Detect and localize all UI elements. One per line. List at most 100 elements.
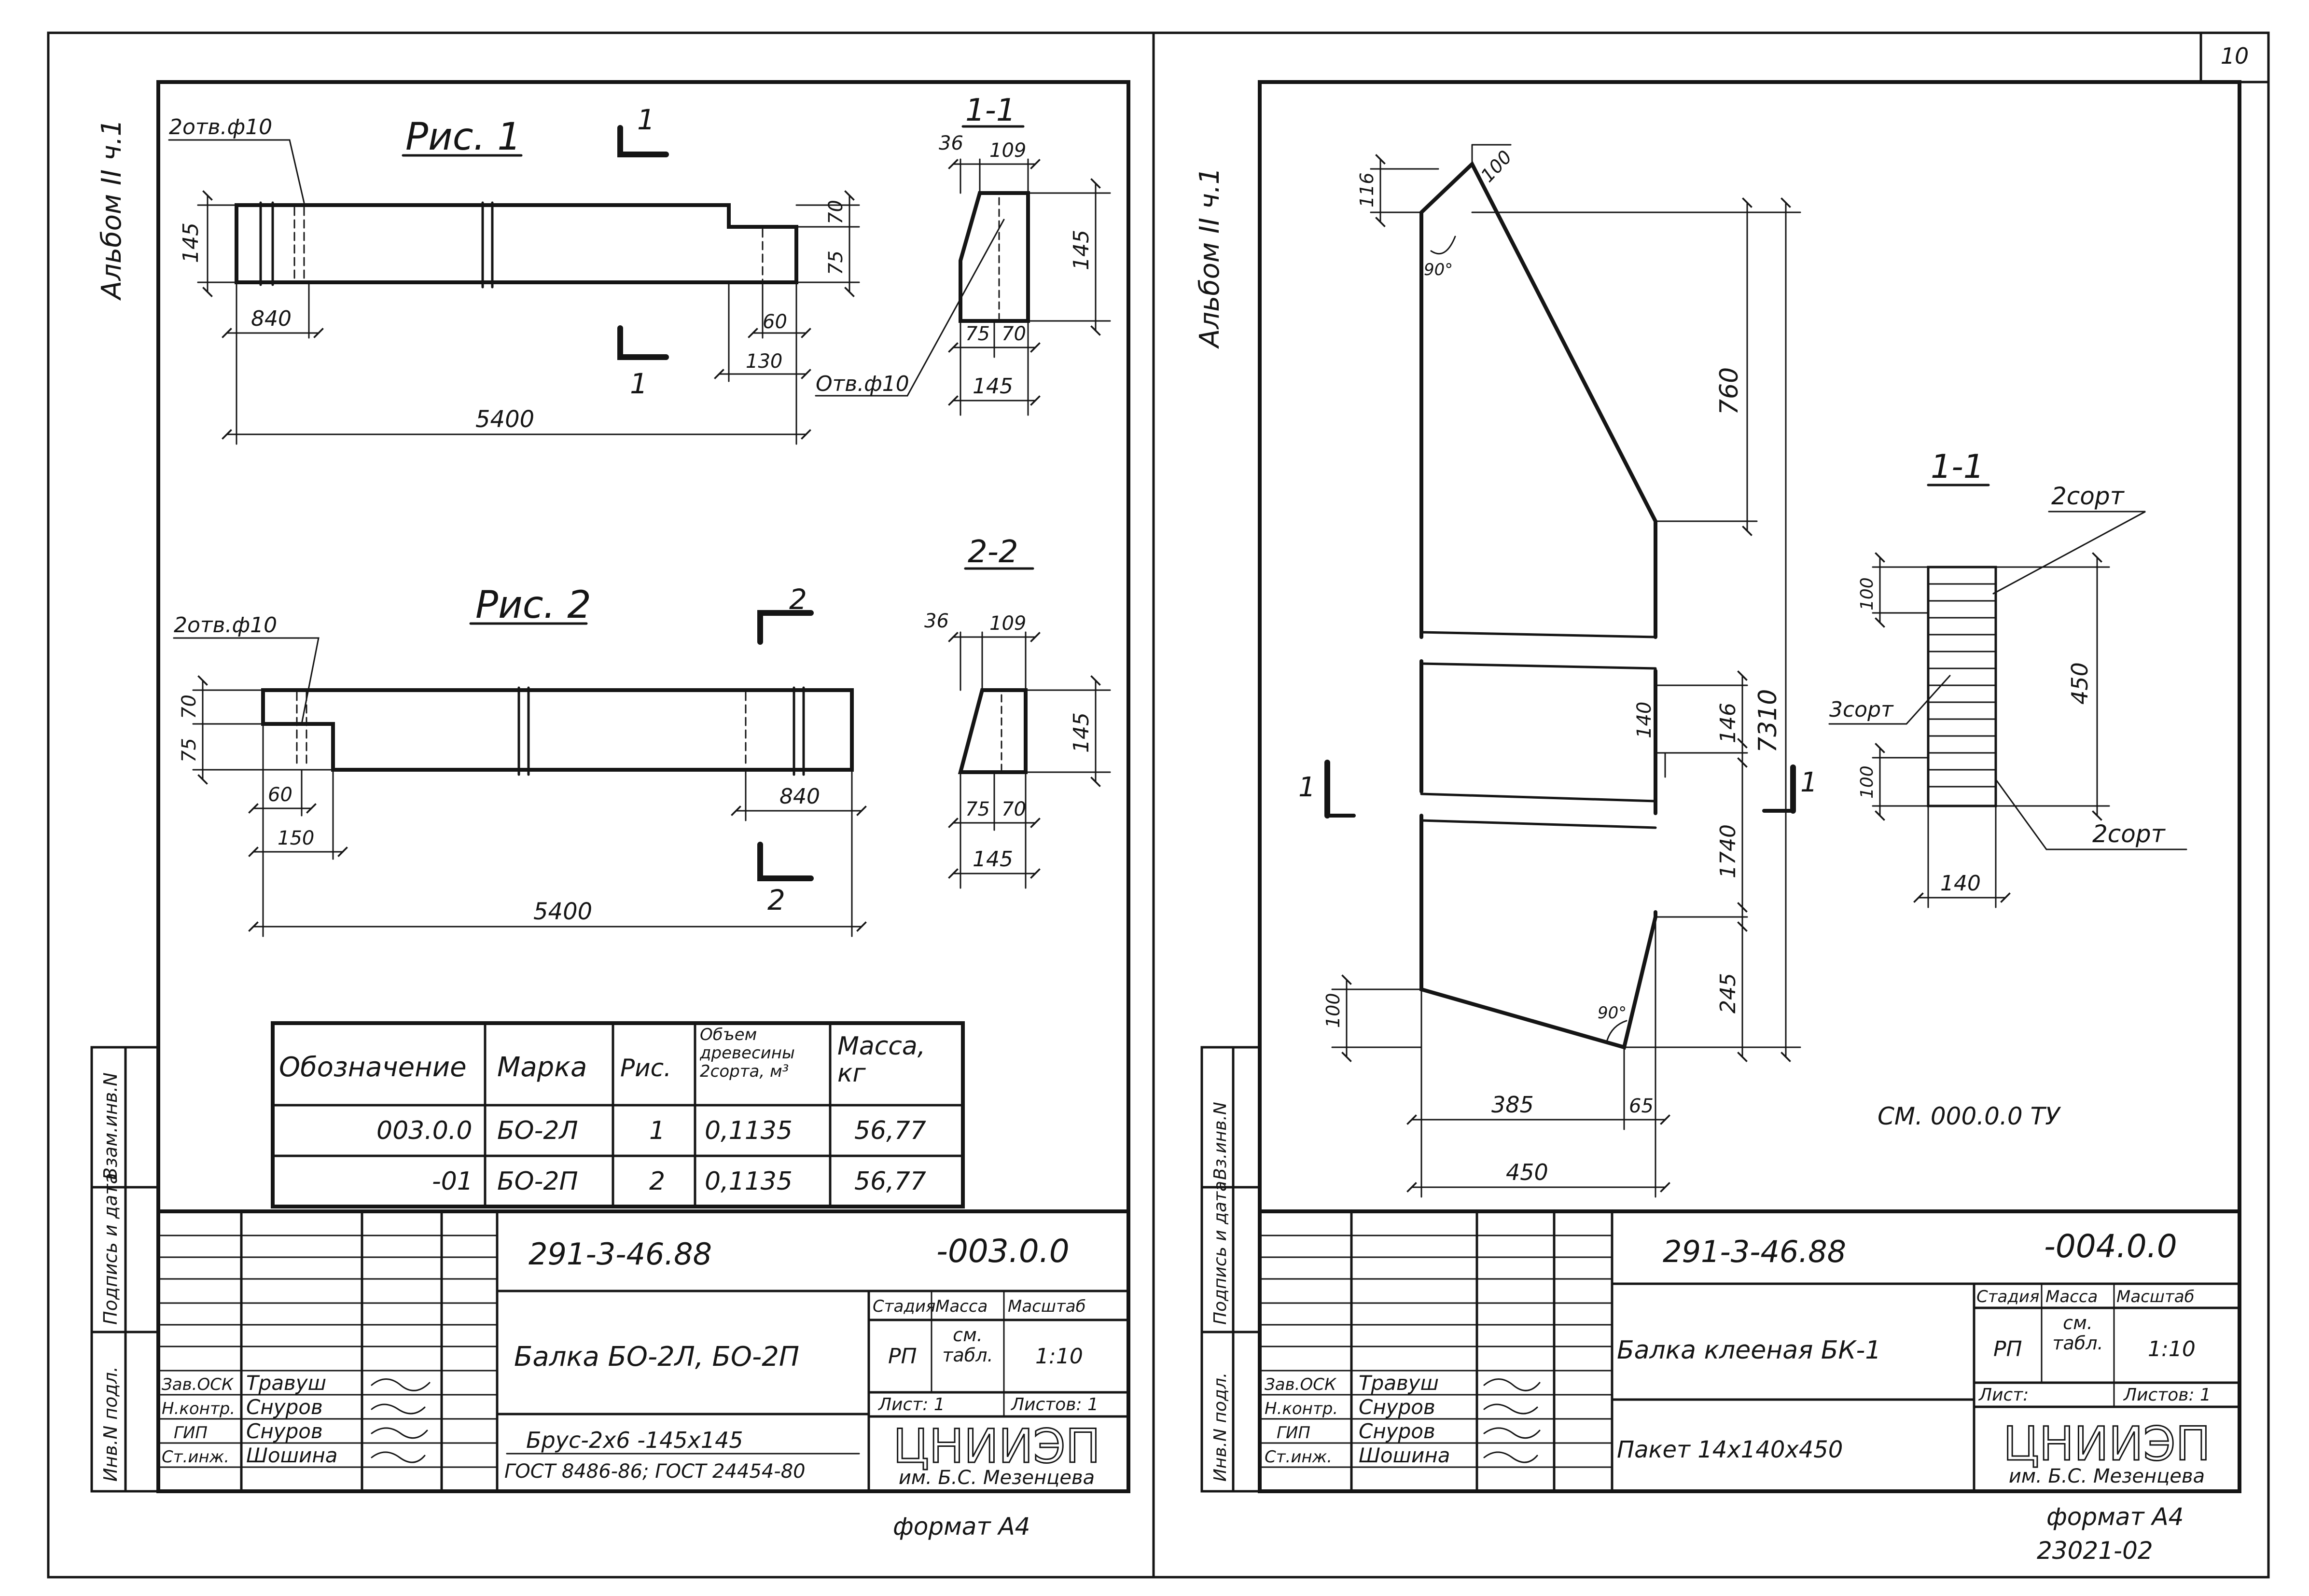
spec-row2-designation: -01 [432,1167,473,1196]
beam-angle-bottom: 90° [1598,1003,1627,1023]
sec22-dim-70: 70 [1001,798,1026,820]
fig1-beam [235,203,798,284]
sec11-dim-145-vert: 145 [1069,230,1094,270]
beam-dim-100-bottom: 100 [1322,993,1344,1028]
fig2-drawing: Рис. 2 2отв.ф10 2 2 70 75 [173,583,867,937]
right-side-label-sign: Подпись и дата [1210,1181,1230,1325]
tb-role-1: Зав.ОСК [162,1375,234,1394]
section-1-1-right: 1-1 2сорт 3сорт 2сорт 100 [1828,448,2187,1130]
sec22-dim-75: 75 [965,798,990,820]
tb-doc-number: 291-3-46.88 [529,1236,712,1272]
beam-angle-top: 90° [1424,260,1453,279]
spec-row1-designation: 003.0.0 [376,1116,472,1145]
sec22-dim-145-vert: 145 [1069,712,1094,753]
rtb-header-scale: Масштаб [2116,1287,2195,1306]
rtb-name-3: Снуров [1359,1419,1435,1443]
spec-row1-fig: 1 [649,1116,665,1145]
sec11-dim-70: 70 [1001,323,1026,345]
fig1-section-mark-top: 1 [637,103,655,136]
rtb-item-name: Балка клееная БК-1 [1617,1336,1881,1365]
outer-border [47,31,2270,1579]
spec-row2-mark: БО-2П [497,1167,578,1196]
section-2-2-left: 2-2 36 109 145 75 70 145 [924,534,1111,889]
fig2-dim-60: 60 [268,784,292,806]
fig1-dim-840: 840 [251,306,292,331]
rtb-scale: 1:10 [2148,1337,2196,1361]
spec-header-volume: Объем древесины 2сорта, м³ [700,1026,795,1081]
tb-header-scale: Масштаб [1008,1297,1086,1316]
beam-dim-116: 116 [1356,172,1377,208]
fig2-dim-840: 840 [779,784,820,809]
rtb-header-stage: Стадия [1976,1287,2039,1306]
section-1-1-title: 1-1 [965,93,1016,128]
tb-scale: 1:10 [1035,1344,1083,1369]
section-label-grade2-bottom: 2сорт [2092,820,2166,848]
fig1-dim-60: 60 [763,311,787,333]
spec-header-mass: Масса, кг [837,1033,926,1088]
left-title-block: Зав.ОСК Травуш Н.контр. Снуров ГИП Снуро… [156,1209,1130,1493]
beam-dim-1740: 1740 [1716,824,1740,878]
tb-org: ЦНИИЭП [893,1419,1100,1473]
sheet-frames: 10 формат А4 формат А4 23021-02 [47,31,2270,1579]
fig2-section-mark-bottom: 2 [767,884,785,916]
side-label-replace: Взам.инв.N [100,1072,121,1180]
rtb-stage: РП [1993,1337,2022,1361]
right-sheet-frame [1258,80,2241,1493]
fig2-section-mark-top: 2 [789,583,807,616]
fig1-dim-130: 130 [746,350,782,373]
page-number-box [2199,31,2270,83]
beam-dim-146: 146 [1716,703,1740,743]
album-label-left: Альбом II ч.1 [96,119,127,301]
tb-header-mass: Масса [935,1297,988,1316]
tb-material-1: Брус-2х6 -145х145 [526,1427,743,1453]
fig2-dim-70: 70 [178,694,200,719]
beam-dim-140: 140 [1633,702,1655,738]
beam-dim-7310: 7310 [1753,689,1782,753]
left-sheet: Альбом II ч.1 Рис. 1 2отв.ф10 1 1 145 [90,93,1130,1493]
sec22-dim-109: 109 [989,612,1026,635]
section-1-1-left: 1-1 36 109 145 75 70 145 [939,93,1111,416]
tb-role-4: Ст.инж. [162,1447,229,1467]
spec-row2-fig: 2 [649,1167,665,1196]
sec-dim-100-bottom: 100 [1857,765,1877,799]
doc-code: 23021-02 [2037,1537,2153,1565]
sec22-dim-145-horiz: 145 [973,847,1013,872]
right-section-title: 1-1 [1931,448,1984,486]
tb-role-2: Н.контр. [162,1399,235,1418]
spec-row2-mass: 56,77 [854,1167,926,1196]
album-label-right: Альбом II ч.1 [1194,167,1225,349]
rtb-mass: см. табл. [2052,1313,2103,1354]
sec11-dim-145-horiz: 145 [973,374,1013,399]
fig1-dim-70: 70 [825,200,847,224]
tb-header-stage: Стадия [873,1297,935,1316]
spec-header-fig: Рис. [620,1054,671,1082]
format-note-right: формат А4 [2046,1503,2184,1531]
fig2-dim-5400: 5400 [533,898,592,925]
glued-section [1927,566,1997,807]
spec-row1-mass: 56,77 [854,1116,926,1145]
tb-name-3: Снуров [246,1419,323,1443]
tb-sheets: Листов: 1 [1010,1395,1099,1415]
rtb-sheets: Листов: 1 [2123,1385,2211,1405]
right-side-label-replace: Вз.инв.N [1210,1102,1230,1180]
left-side-stamp: Инв.N подл. Подпись и дата Взам.инв.N [90,1046,160,1493]
beam-dim-760: 760 [1715,367,1744,415]
rtb-role-3: ГИП [1277,1423,1310,1443]
tb-stage: РП [888,1344,917,1369]
rtb-org: ЦНИИЭП [2003,1417,2211,1471]
tb-name-4: Шошина [246,1443,338,1467]
rtb-sheet-code: -004.0.0 [2044,1228,2177,1265]
tb-name-2: Снуров [246,1395,323,1419]
tb-role-3: ГИП [174,1423,208,1443]
fig1-title: Рис. 1 [405,115,521,159]
section-label-grade2-top: 2сорт [2051,482,2125,510]
right-sheet: Альбом II ч.1 1 1 100 116 90° [1194,144,2241,1493]
sec-dim-450: 450 [2067,662,2093,705]
beam-section-mark-left: 1 [1298,772,1316,803]
spec-reference: СМ. 000.0.0 ТУ [1878,1102,2061,1130]
beam-dim-450: 450 [1506,1159,1548,1185]
sec11-dim-36: 36 [939,132,963,154]
glued-beam-outline [1419,161,1657,1050]
format-note-left: формат А4 [893,1513,1030,1540]
rtb-org-sub: им. Б.С. Мезенцева [2009,1465,2205,1487]
